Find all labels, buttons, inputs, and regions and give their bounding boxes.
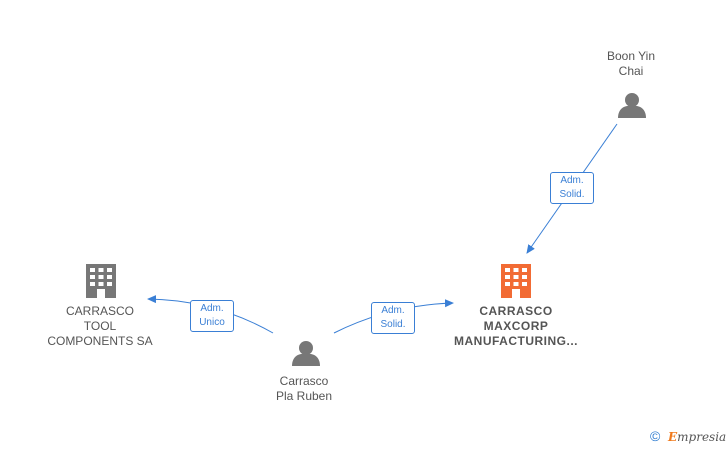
brand-name: mpresia bbox=[677, 430, 727, 444]
edge-label-ruben-tool[interactable]: Adm. Unico bbox=[190, 300, 234, 332]
node-label-carrasco-maxcorp[interactable]: CARRASCO MAXCORP MANUFACTURING... bbox=[454, 304, 578, 348]
building-icon-main[interactable] bbox=[501, 264, 531, 298]
person-icon[interactable] bbox=[292, 341, 320, 366]
building-icon[interactable] bbox=[86, 264, 116, 298]
node-label-boon-yin-chai[interactable]: Boon Yin Chai bbox=[606, 49, 656, 78]
node-label-carrasco-tool[interactable]: CARRASCO TOOL COMPONENTS SA bbox=[47, 304, 153, 348]
edge-label-ruben-maxcorp[interactable]: Adm. Solid. bbox=[371, 302, 415, 334]
brand-initial: E bbox=[668, 430, 678, 444]
node-label-carrasco-pla-ruben[interactable]: Carrasco Pla Ruben bbox=[275, 374, 333, 403]
person-icon[interactable] bbox=[618, 93, 646, 118]
copyright-symbol: © bbox=[650, 428, 661, 444]
brand-logo[interactable]: Empresia bbox=[668, 430, 726, 444]
edge-label-boon-maxcorp[interactable]: Adm. Solid. bbox=[550, 172, 594, 204]
